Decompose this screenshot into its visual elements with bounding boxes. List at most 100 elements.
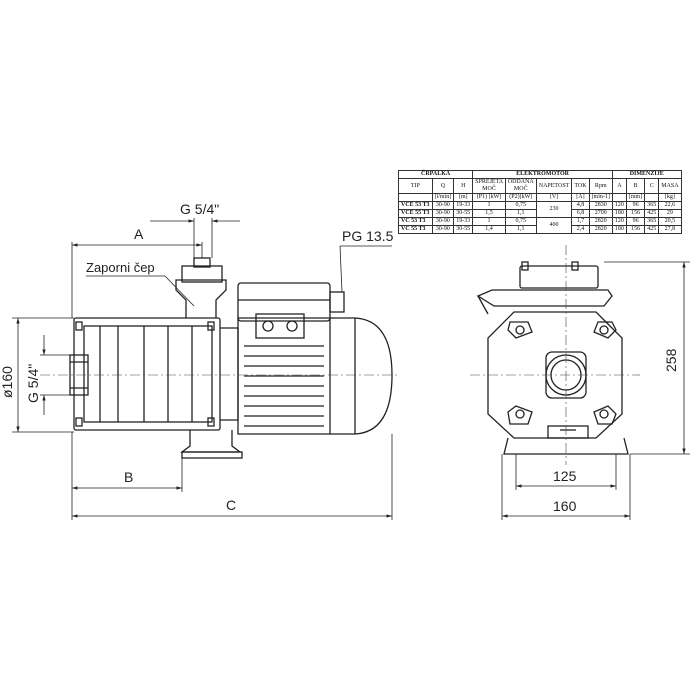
cell-p2: 1,1	[504, 225, 537, 234]
col-header: Q	[431, 178, 455, 194]
side-view-dimensions	[12, 218, 393, 520]
cell-tok: 4,8	[571, 201, 590, 210]
cell-p1: 1,5	[472, 209, 506, 218]
col-header: SPREJETA MOČ	[472, 178, 506, 194]
cell-q: 30-90	[431, 217, 455, 226]
label-height: 258	[663, 348, 679, 372]
cell-p2: 1,1	[504, 209, 537, 218]
cell-c: 365	[644, 217, 660, 226]
cell-b: 156	[625, 225, 646, 234]
cell-c: 425	[644, 209, 660, 218]
side-view	[69, 257, 393, 459]
label-dim-c: C	[226, 497, 236, 513]
cell-rpm: 2830	[588, 201, 613, 210]
unit-cell: [l/min]	[431, 193, 455, 202]
label-foot-outer: 160	[553, 498, 577, 514]
unit-cell: (P2)[kW]	[504, 193, 537, 202]
discharge-flange	[181, 265, 223, 283]
cell-c: 425	[644, 225, 660, 234]
cell-a: 120	[611, 201, 627, 210]
unit-cell	[611, 193, 627, 202]
col-header: Rpm	[588, 178, 613, 194]
col-header: NAPETOST	[535, 178, 573, 194]
table-row: VC 53 T3 30-90 19-33 1 0,75 400 1,7 2820…	[398, 217, 682, 234]
terminal-box	[237, 282, 331, 322]
cell-h: 30-55	[453, 209, 474, 218]
cell-p2: 0,75	[504, 201, 537, 210]
cell-rpm: 2820	[588, 225, 613, 234]
unit-cell	[644, 193, 660, 202]
cell-p1: 1	[472, 201, 506, 210]
unit-cell: [m]	[453, 193, 474, 202]
table-row: VC 55 T3 30-90 30-55 1,4 1,1 2,4 2820 18…	[398, 225, 682, 234]
cell-p1: 1	[472, 217, 506, 226]
cell-q: 30-90	[431, 225, 455, 234]
pump-stages	[73, 317, 221, 431]
label-thread-side: G 5/4"	[25, 364, 41, 403]
cell-a: 180	[611, 209, 627, 218]
cell-masa: 29	[658, 209, 682, 218]
label-dim-a: A	[134, 226, 144, 242]
col-header: MASA	[658, 178, 682, 194]
cell-tip: VC 55 T3	[398, 225, 433, 234]
cell-b: 156	[625, 209, 646, 218]
col-header: A	[611, 178, 627, 194]
cell-a: 180	[611, 225, 627, 234]
front-top-housing	[519, 265, 599, 289]
unit-cell: (P1) [kW]	[472, 193, 506, 202]
label-foot-inner: 125	[553, 468, 577, 484]
cell-tip: VCE 55 T3	[398, 209, 433, 218]
group-motor: ELEKTROMOTOR	[472, 170, 613, 179]
cell-masa: 27,8	[658, 225, 682, 234]
col-header: C	[644, 178, 660, 194]
suction-port	[69, 354, 89, 396]
cell-c: 365	[644, 201, 660, 210]
unit-cell	[398, 193, 433, 202]
cell-tok: 2,4	[571, 225, 590, 234]
cell-tip: VC 53 T3	[398, 217, 433, 226]
spec-table: ČRPALKA ELEKTROMOTOR DIMENZIJE TIP Q H S…	[397, 170, 682, 234]
cell-p2: 0,75	[504, 217, 537, 226]
col-header: B	[625, 178, 646, 194]
label-thread-top: G 5/4"	[180, 201, 219, 217]
cell-q: 30-90	[431, 201, 455, 210]
front-foot	[503, 437, 629, 455]
cell-tok: 1,7	[571, 217, 590, 226]
col-header: ODDANA MOČ	[504, 178, 537, 194]
label-drain-plug: Zaporni čep	[86, 260, 155, 275]
cable-gland	[329, 291, 345, 313]
cell-b: 96	[625, 201, 646, 210]
cell-q: 30-90	[431, 209, 455, 218]
discharge-neck	[175, 279, 227, 318]
pump-foot	[180, 430, 242, 453]
front-view	[476, 261, 629, 455]
front-view-dimensions	[501, 261, 690, 520]
col-header: H	[453, 178, 474, 194]
cell-tok: 6,8	[571, 209, 590, 218]
cell-voltage-1ph: 230	[535, 201, 573, 218]
cell-a: 120	[611, 217, 627, 226]
col-header: TIP	[398, 178, 433, 194]
cell-masa: 22,6	[658, 201, 682, 210]
unit-cell: [A]	[571, 193, 590, 202]
front-body	[487, 311, 623, 439]
cell-voltage-3ph: 400	[535, 217, 573, 234]
label-diameter: ø160	[0, 366, 15, 398]
cell-h: 19-33	[453, 217, 474, 226]
unit-cell: [mm]	[625, 193, 646, 202]
unit-cell: [min-1]	[588, 193, 613, 202]
label-cable-gland: PG 13.5	[342, 228, 394, 244]
cell-h: 19-33	[453, 201, 474, 210]
col-header: TOK	[571, 178, 590, 194]
cell-tip: VCE 53 T3	[398, 201, 433, 210]
cell-masa: 20,5	[658, 217, 682, 226]
table-row: VCE 53 T3 30-90 19-33 1 0,75 230 4,8 283…	[398, 201, 682, 218]
unit-cell: [V]	[535, 193, 573, 202]
group-dims: DIMENZIJE	[611, 170, 682, 179]
cell-b: 96	[625, 217, 646, 226]
cell-rpm: 2820	[588, 217, 613, 226]
cell-rpm: 2700	[588, 209, 613, 218]
label-dim-b: B	[124, 469, 133, 485]
unit-cell: [kg]	[658, 193, 682, 202]
